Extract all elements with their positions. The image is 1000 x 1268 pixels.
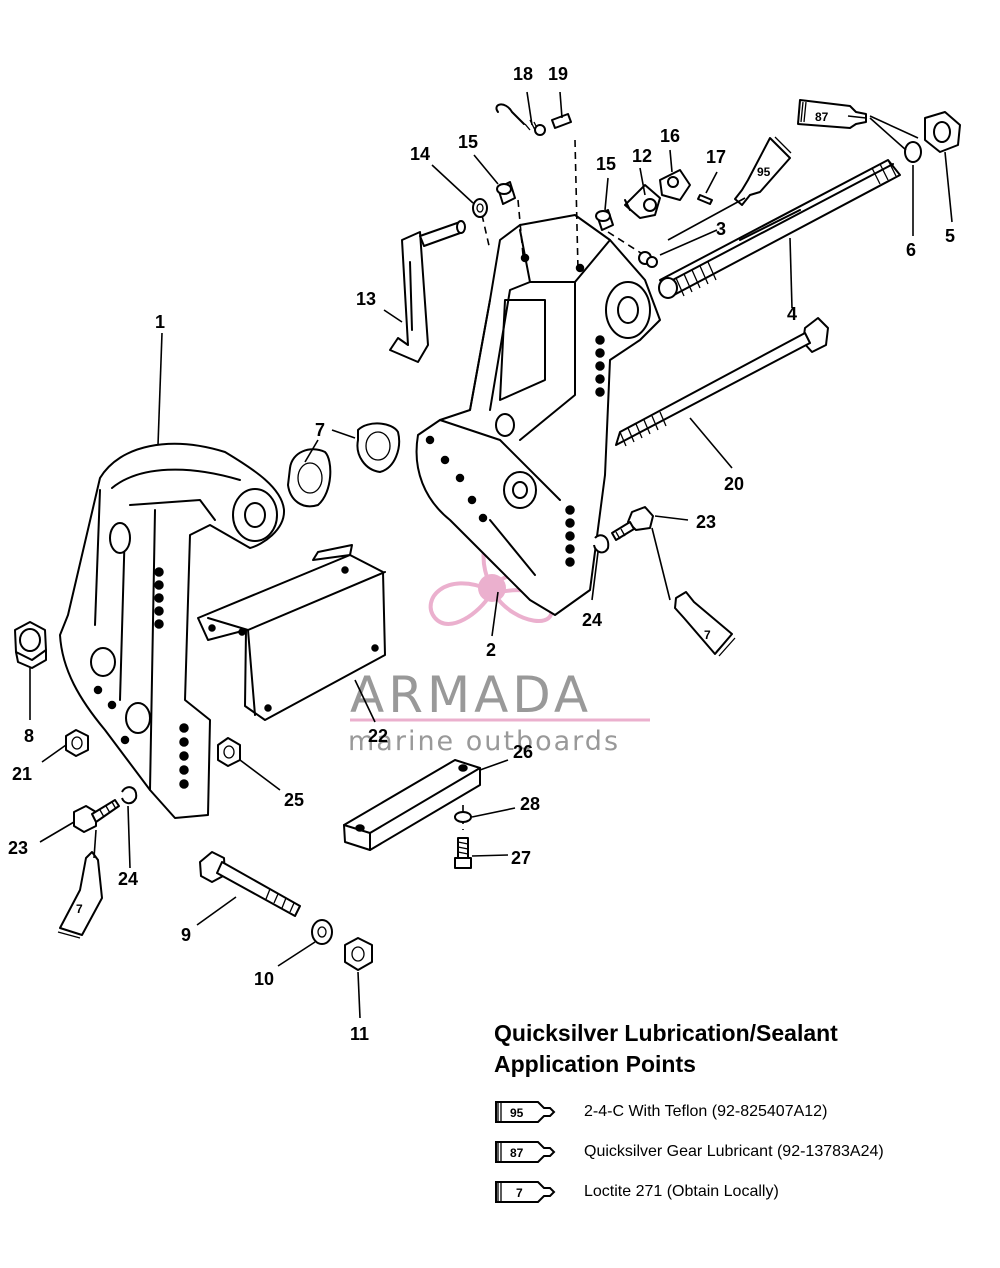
tube-95-legend-icon: 95 bbox=[495, 1101, 556, 1123]
callout-3: 3 bbox=[716, 219, 726, 239]
legend-text-7: Loctite 271 (Obtain Locally) bbox=[584, 1183, 779, 1200]
grease-fitting bbox=[638, 251, 658, 268]
bar-26 bbox=[343, 759, 481, 851]
tube-7-right-icon: 7 bbox=[674, 591, 736, 657]
legend-text-95: 2-4-C With Teflon (92-825407A12) bbox=[584, 1103, 828, 1120]
callout-12: 12 bbox=[632, 146, 652, 166]
bushing-15-left bbox=[496, 181, 516, 205]
callout-7: 7 bbox=[315, 420, 325, 440]
callout-19: 19 bbox=[548, 64, 568, 84]
callout-22: 22 bbox=[368, 726, 388, 746]
lockwasher-24-left bbox=[121, 786, 138, 805]
callout-28: 28 bbox=[520, 794, 540, 814]
tilt-tube-nut bbox=[924, 111, 961, 153]
callout-15-left: 15 bbox=[458, 132, 478, 152]
callout-23-right: 23 bbox=[696, 512, 716, 532]
tilt-tube bbox=[658, 159, 901, 299]
legend-title-line2: Application Points bbox=[494, 1051, 696, 1077]
tilt-tube-washer bbox=[904, 141, 922, 163]
tilt-stop-bracket bbox=[389, 220, 466, 363]
screw-23-right bbox=[611, 506, 654, 541]
tube-threads-left bbox=[658, 261, 717, 299]
tilt-bolt-20 bbox=[615, 317, 829, 447]
washer-10 bbox=[311, 919, 333, 945]
mounting-plate-22 bbox=[197, 544, 386, 721]
callout-numbers: 1 2 3 4 5 6 7 8 9 10 11 12 13 14 15 15 1… bbox=[8, 64, 955, 1044]
left-clamp-bracket bbox=[59, 442, 286, 819]
lubrication-legend: Quicksilver Lubrication/Sealant Applicat… bbox=[494, 1018, 974, 1212]
legend-item-87: 87 Quicksilver Gear Lubricant (92-13783A… bbox=[494, 1132, 974, 1172]
bushing-15-right bbox=[595, 209, 614, 231]
callout-11: 11 bbox=[350, 1024, 369, 1044]
callout-20: 20 bbox=[724, 474, 744, 494]
callout-10: 10 bbox=[254, 969, 274, 989]
tube-95-icon: 95 bbox=[734, 136, 792, 206]
legend-title: Quicksilver Lubrication/Sealant Applicat… bbox=[494, 1018, 974, 1080]
tilt-lock-cam-16 bbox=[659, 169, 691, 201]
callout-18: 18 bbox=[513, 64, 533, 84]
long-bolt bbox=[199, 851, 301, 917]
callout-15-right: 15 bbox=[596, 154, 616, 174]
legend-item-7: 7 Loctite 271 (Obtain Locally) bbox=[494, 1172, 974, 1212]
watermark-title: ARMADA bbox=[350, 666, 592, 724]
tube-7-legend-label: 7 bbox=[516, 1186, 523, 1200]
callout-17: 17 bbox=[706, 147, 726, 167]
tube-7-left-label: 7 bbox=[76, 902, 83, 916]
lockwasher-24-right bbox=[593, 534, 610, 554]
pin-19 bbox=[551, 113, 572, 129]
bushing-14 bbox=[472, 198, 488, 218]
callout-26: 26 bbox=[513, 742, 533, 762]
callout-24-right: 24 bbox=[582, 610, 602, 630]
plate-part-7-left bbox=[287, 448, 332, 508]
bracket-holes-column bbox=[93, 567, 189, 789]
tube-95-legend-label: 95 bbox=[510, 1106, 524, 1120]
callout-25: 25 bbox=[284, 790, 304, 810]
washer-28 bbox=[454, 811, 472, 823]
swivel-holes bbox=[425, 253, 605, 567]
nut-21 bbox=[65, 729, 89, 757]
watermark-subtitle: marine outboards bbox=[348, 726, 620, 757]
callout-6: 6 bbox=[906, 240, 916, 260]
callout-9: 9 bbox=[181, 925, 191, 945]
tube-threads-right bbox=[871, 159, 897, 185]
pin-17 bbox=[697, 194, 713, 205]
tube-87-label: 87 bbox=[815, 110, 829, 124]
tube-7-left-icon: 7 bbox=[57, 851, 103, 939]
callout-21: 21 bbox=[12, 764, 32, 784]
callout-24-left: 24 bbox=[118, 869, 138, 889]
tube-7-right-label: 7 bbox=[704, 628, 711, 642]
screw-27 bbox=[454, 837, 472, 869]
callout-1: 1 bbox=[155, 312, 165, 332]
legend-item-95: 95 2-4-C With Teflon (92-825407A12) bbox=[494, 1092, 974, 1132]
callout-5: 5 bbox=[945, 226, 955, 246]
leader-lines bbox=[29, 91, 953, 1019]
callout-14: 14 bbox=[410, 144, 430, 164]
right-swivel-bracket bbox=[415, 214, 661, 616]
screw-23-left bbox=[73, 799, 120, 833]
plate-part-7-right bbox=[356, 422, 400, 473]
nut-11 bbox=[344, 937, 373, 971]
tube-87-legend-label: 87 bbox=[510, 1146, 524, 1160]
legend-text-87: Quicksilver Gear Lubricant (92-13783A24) bbox=[584, 1143, 884, 1160]
callout-13: 13 bbox=[356, 289, 376, 309]
callout-4: 4 bbox=[787, 304, 797, 324]
callout-8: 8 bbox=[24, 726, 34, 746]
nut-25 bbox=[217, 737, 241, 767]
tube-95-label: 95 bbox=[757, 165, 771, 179]
tube-7-legend-icon: 7 bbox=[495, 1181, 556, 1203]
armada-watermark: ARMADA marine outboards bbox=[348, 514, 650, 757]
large-nut bbox=[14, 621, 47, 669]
callout-27: 27 bbox=[511, 848, 531, 868]
tube-87-legend-icon: 87 bbox=[495, 1141, 556, 1163]
callout-16: 16 bbox=[660, 126, 680, 146]
tilt-lock-lever bbox=[624, 184, 661, 219]
legend-title-line1: Quicksilver Lubrication/Sealant bbox=[494, 1020, 838, 1046]
callout-23-left: 23 bbox=[8, 838, 28, 858]
callout-2: 2 bbox=[486, 640, 496, 660]
tube-87-icon: 87 bbox=[797, 99, 867, 129]
spring-18 bbox=[495, 103, 546, 136]
